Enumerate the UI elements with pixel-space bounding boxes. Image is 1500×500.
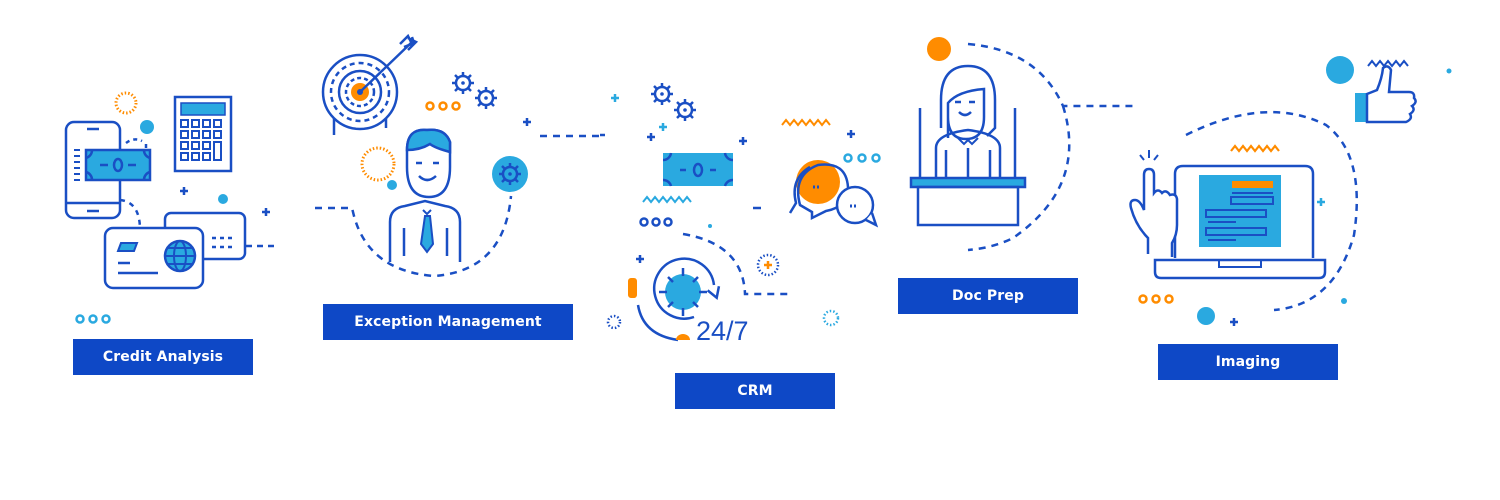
ellipsis-dots-icon — [75, 314, 111, 324]
ellipsis-dots-icon — [639, 217, 673, 227]
arrow-icon — [359, 33, 419, 93]
step-label-doc-prep: Doc Prep — [898, 278, 1078, 314]
step-label-exception-management: Exception Management — [323, 304, 573, 340]
credit-card-icon — [103, 226, 205, 290]
gear-icon — [649, 81, 675, 107]
exception-management-illustration — [315, 33, 605, 278]
crm-illustration — [600, 81, 881, 342]
dot-icon — [140, 120, 154, 134]
ellipsis-dots-icon — [425, 101, 461, 111]
laptop-icon — [1153, 164, 1327, 280]
step-label-credit-analysis: Credit Analysis — [73, 339, 253, 375]
dotted-circle-icon — [114, 91, 138, 115]
support-24-7-text: 24/7 — [696, 316, 749, 346]
support-24-7-icon — [628, 257, 721, 342]
ellipsis-dots-icon — [843, 153, 881, 163]
step-label-imaging: Imaging — [1158, 344, 1338, 380]
step-label-crm: CRM — [675, 373, 835, 409]
globe-icon — [163, 239, 197, 273]
ellipsis-dots-icon — [1138, 294, 1174, 304]
woman-at-desk-icon — [909, 64, 1027, 227]
target-icon — [321, 53, 399, 135]
credit-analysis-illustration — [64, 91, 276, 324]
banknote-icon — [662, 152, 734, 187]
pointing-hand-icon — [1129, 150, 1179, 257]
gear-icon — [450, 70, 476, 96]
calculator-icon — [173, 95, 233, 173]
doc-prep-illustration — [909, 37, 1138, 252]
gear-badge-icon — [492, 156, 528, 192]
banknote-icon — [84, 148, 152, 182]
businessman-icon — [388, 128, 462, 262]
gear-icon — [473, 85, 499, 111]
chat-bubbles-icon — [788, 160, 879, 228]
thumbs-up-icon — [1355, 65, 1417, 124]
imaging-illustration — [1129, 56, 1452, 328]
gear-icon — [672, 97, 698, 123]
